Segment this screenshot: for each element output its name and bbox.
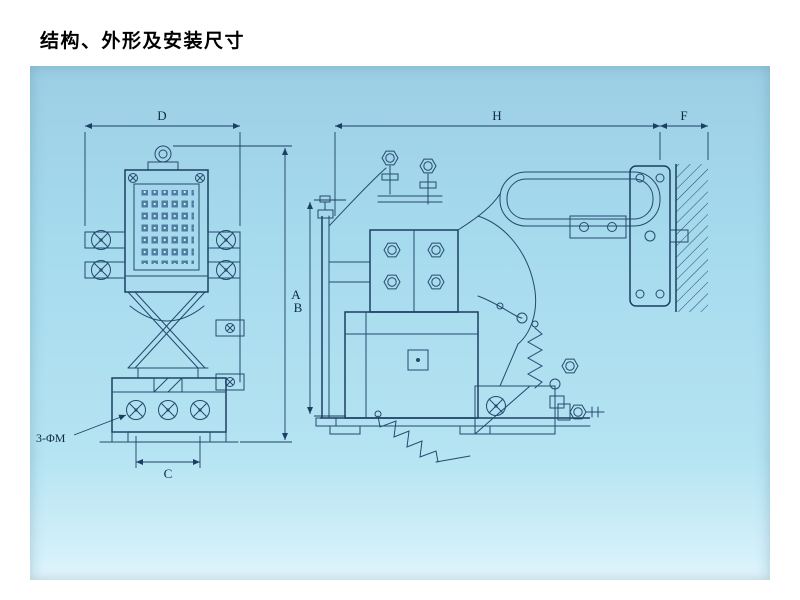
top-bolts	[377, 150, 443, 205]
arc-chute-housing	[124, 169, 209, 293]
dimension-b: B	[294, 199, 346, 417]
return-spring	[374, 410, 471, 463]
magnet-linkage	[127, 291, 209, 379]
hole-note-label: 3-ΦM	[36, 431, 66, 445]
main-case	[344, 311, 479, 419]
front-view: D A C 3-ΦM	[36, 108, 301, 481]
drawing-panel: D A C 3-ΦM	[30, 66, 770, 580]
dimension-h: H	[334, 108, 661, 216]
hole-note: 3-ΦM	[36, 414, 127, 445]
side-view: H F B	[294, 108, 709, 463]
technical-drawing: D A C 3-ΦM	[36, 108, 709, 481]
front-flange	[315, 167, 387, 427]
terminal-arms	[84, 230, 245, 391]
housing-screw-left	[128, 173, 138, 183]
loop-bracket	[499, 171, 661, 239]
dim-label-a: A	[291, 287, 301, 302]
mounting-base	[99, 377, 239, 443]
page-title: 结构、外形及安装尺寸	[40, 31, 246, 52]
dimension-f: F	[660, 108, 709, 160]
dim-label-b: B	[294, 300, 303, 315]
housing-screw-right	[195, 173, 205, 183]
terminal-block	[369, 229, 459, 313]
contact-spring	[526, 320, 579, 390]
mounting-plate	[629, 165, 689, 307]
base-rail	[319, 417, 591, 435]
mounting-hole-1	[126, 400, 146, 420]
dim-label-c: C	[164, 466, 173, 481]
dimension-a: A	[173, 145, 301, 443]
armature-lever	[457, 193, 537, 387]
dim-label-h: H	[492, 108, 501, 123]
bottom-bracket	[474, 385, 605, 435]
wall-hatching	[675, 164, 708, 312]
top-bolt	[147, 145, 179, 171]
mounting-hole-3	[190, 400, 210, 420]
mounting-hole-2	[158, 400, 178, 420]
dimension-c: C	[135, 436, 201, 481]
contact-grid	[140, 190, 194, 264]
dim-label-d: D	[157, 108, 166, 123]
dim-label-f: F	[680, 108, 687, 123]
dimension-d: D	[84, 108, 241, 226]
